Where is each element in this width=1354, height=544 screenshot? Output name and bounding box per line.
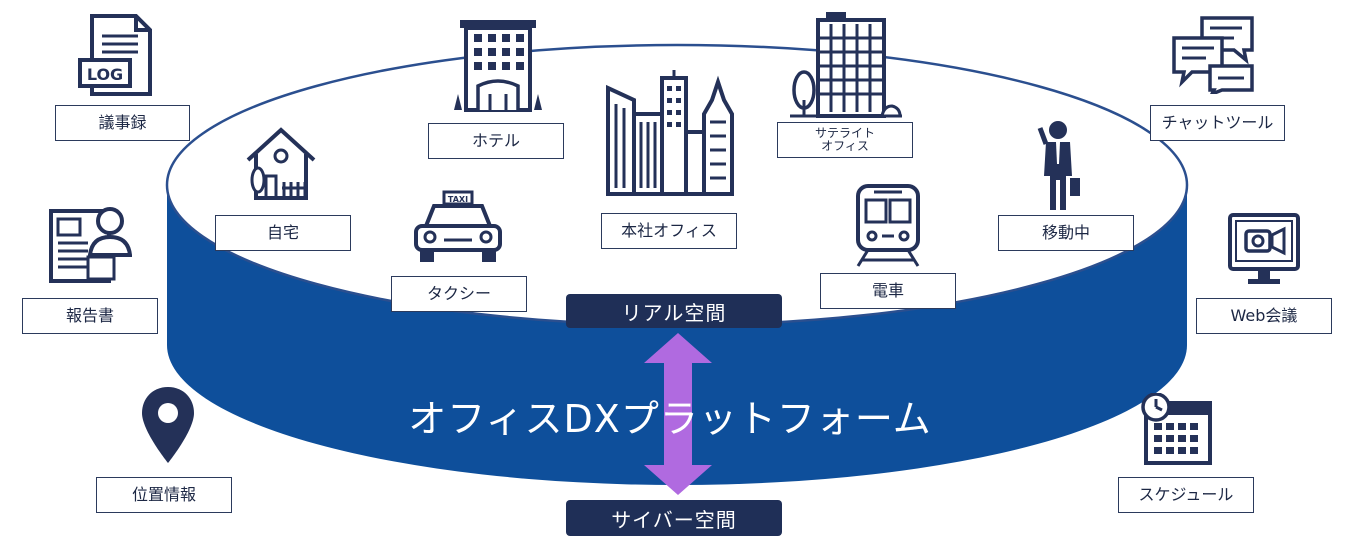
minutes-label: 議事録 [55, 105, 190, 141]
taxi-icon: TAXI [412, 190, 504, 264]
train-icon [852, 182, 924, 268]
office-building-icon [790, 10, 902, 118]
location-info-label: 位置情報 [96, 477, 232, 513]
chat-tool-label: チャットツール [1150, 105, 1285, 141]
schedule-label: スケジュール [1118, 477, 1254, 513]
hotel-icon [448, 16, 548, 112]
taxi-sign-text: TAXI [448, 195, 468, 204]
hotel-label: ホテル [428, 123, 564, 159]
map-pin-icon [140, 385, 196, 465]
chat-icon [1172, 16, 1254, 94]
report-label: 報告書 [22, 298, 158, 334]
businessman-icon [1036, 120, 1082, 212]
real-space-label: リアル空間 [566, 294, 782, 328]
sync-double-arrow [644, 333, 712, 495]
platform-title: オフィスDXプラットフォーム [408, 397, 932, 441]
city-buildings-icon [604, 70, 736, 196]
cyber-space-label: サイバー空間 [566, 500, 782, 536]
taxi-label: タクシー [391, 276, 527, 312]
satellite-office-line2: オフィス [821, 139, 869, 153]
house-icon [244, 126, 318, 200]
log-document-icon: LOG [78, 14, 156, 96]
calendar-icon [1140, 393, 1214, 467]
video-call-icon [1228, 213, 1300, 287]
train-label: 電車 [820, 273, 956, 309]
satellite-office-label: サテライト オフィス [777, 122, 913, 158]
report-icon [48, 205, 132, 285]
web-meeting-label: Web会議 [1196, 298, 1332, 334]
log-text: LOG [87, 65, 123, 84]
moving-label: 移動中 [998, 215, 1134, 251]
home-label: 自宅 [215, 215, 351, 251]
head-office-label: 本社オフィス [601, 213, 737, 249]
satellite-office-line1: サテライト [814, 125, 875, 140]
